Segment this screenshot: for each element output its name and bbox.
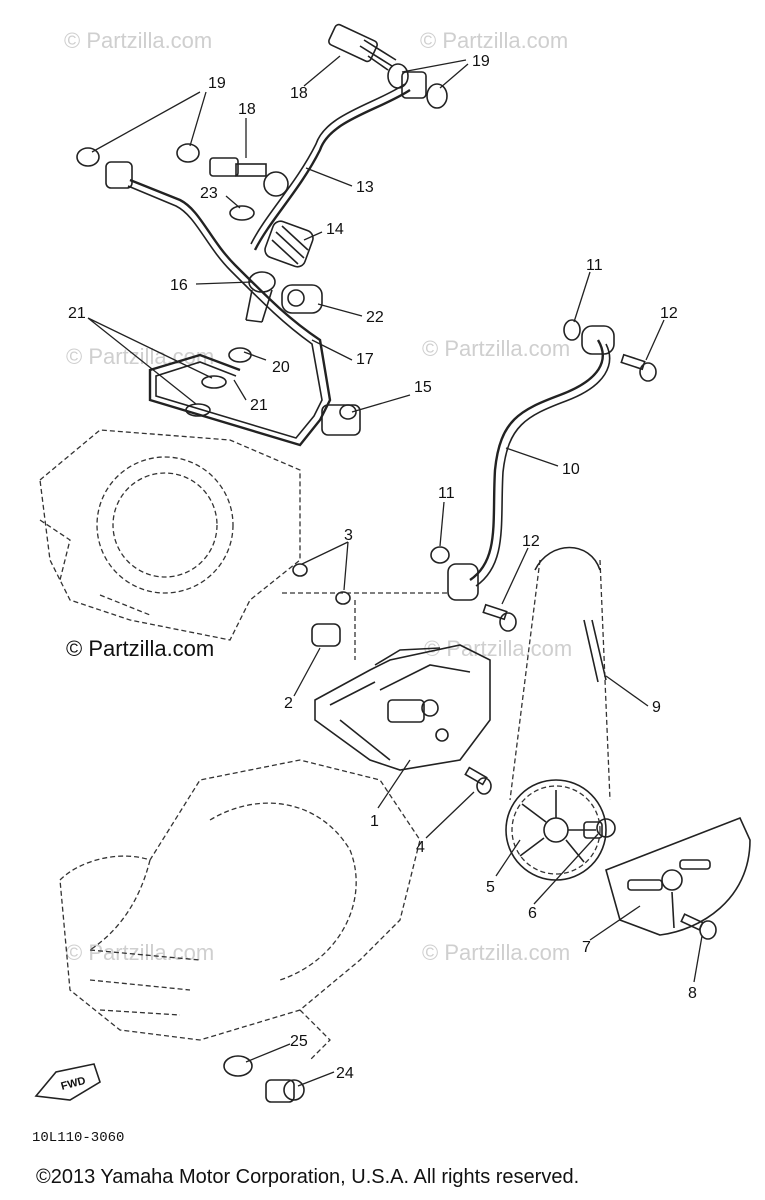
callout-21: 21	[68, 305, 86, 322]
oil-pipe-13	[253, 89, 411, 251]
washer-19	[426, 83, 448, 109]
oil-pipe-10	[430, 319, 657, 632]
union-bolt-15	[321, 404, 361, 436]
bolt-12	[482, 603, 517, 632]
leader-lines	[87, 55, 703, 1087]
bolt-8	[680, 913, 717, 940]
washer-19	[387, 63, 409, 89]
washer-19	[76, 147, 100, 167]
bolt-6	[583, 818, 616, 839]
callout-11: 11	[586, 257, 603, 274]
callout-25: 25	[290, 1033, 308, 1050]
washer-21	[185, 403, 211, 417]
callout-24: 24	[336, 1065, 354, 1082]
drain-bolt-24	[265, 1079, 305, 1103]
joint-14	[264, 220, 314, 268]
callout-15: 15	[414, 379, 432, 396]
union-bolt-18	[328, 23, 397, 71]
callout-13: 13	[356, 179, 374, 196]
pipe-banjo-end	[105, 161, 133, 189]
watermark: © Partzilla.com	[66, 940, 215, 965]
callout-7: 7	[582, 939, 591, 956]
o-ring-3	[292, 563, 308, 577]
joint-22	[281, 284, 323, 314]
dowel-pin-2	[311, 623, 341, 647]
bolt-12	[620, 353, 657, 382]
callout-14: 14	[326, 221, 344, 238]
o-ring-11	[563, 319, 581, 341]
partzilla-copyright: © Partzilla.com	[66, 636, 215, 661]
watermark: © Partzilla.com	[424, 636, 573, 661]
washer-25	[223, 1055, 253, 1077]
drive-chain-9	[509, 546, 611, 801]
callout-10: 10	[562, 461, 580, 478]
union-bolt-18	[209, 157, 289, 197]
pipe-banjo-end	[401, 71, 427, 99]
crankcase-outline	[59, 759, 421, 1061]
callout-19: 19	[208, 75, 226, 92]
pipe-flange	[447, 563, 479, 601]
callout-6: 6	[528, 905, 537, 922]
washer-21	[201, 375, 227, 389]
callout-11: 11	[438, 485, 455, 502]
forward-direction-arrow: FWD	[34, 1063, 101, 1101]
sprocket-cover-7	[605, 816, 751, 936]
oil-delivery-pipe-assembly	[76, 23, 448, 447]
callout-12: 12	[660, 305, 678, 322]
yamaha-copyright-footer: ©2013 Yamaha Motor Corporation, U.S.A. A…	[36, 1166, 580, 1188]
washer-20	[228, 347, 252, 363]
clamp-23	[229, 205, 255, 221]
callout-3: 3	[344, 527, 353, 544]
callout-8: 8	[688, 985, 697, 1002]
callout-18: 18	[238, 101, 256, 118]
oil-pipe-17	[129, 178, 332, 447]
pipe-flange	[581, 325, 615, 355]
callout-16: 16	[170, 277, 188, 294]
watermark: © Partzilla.com	[422, 336, 571, 361]
oil-pump-1	[314, 644, 491, 771]
callout-19: 19	[472, 53, 490, 70]
callout-20: 20	[272, 359, 290, 376]
callout-18: 18	[290, 85, 308, 102]
callout-12: 12	[522, 533, 540, 550]
cylinder-outline	[39, 429, 301, 641]
callout-5: 5	[486, 879, 495, 896]
o-ring-3	[335, 591, 351, 605]
bolt-4	[464, 766, 492, 795]
washer-19	[176, 143, 200, 163]
callout-4: 4	[416, 839, 425, 856]
diagram-code: 10L110-3060	[32, 1130, 125, 1146]
sprocket-5	[505, 779, 607, 881]
callout-numbers: 19 19 18 18 13 23 14 16 22 20 21 21 17 1…	[68, 53, 697, 1082]
callout-1: 1	[370, 813, 379, 830]
callout-9: 9	[652, 699, 661, 716]
watermark: © Partzilla.com	[422, 940, 571, 965]
callout-21: 21	[250, 397, 268, 414]
callout-23: 23	[200, 185, 218, 202]
o-ring-11	[430, 546, 450, 564]
callout-17: 17	[356, 351, 374, 368]
watermark: © Partzilla.com	[64, 28, 213, 53]
callout-2: 2	[284, 695, 293, 712]
watermark: © Partzilla.com	[420, 28, 569, 53]
callout-22: 22	[366, 309, 384, 326]
